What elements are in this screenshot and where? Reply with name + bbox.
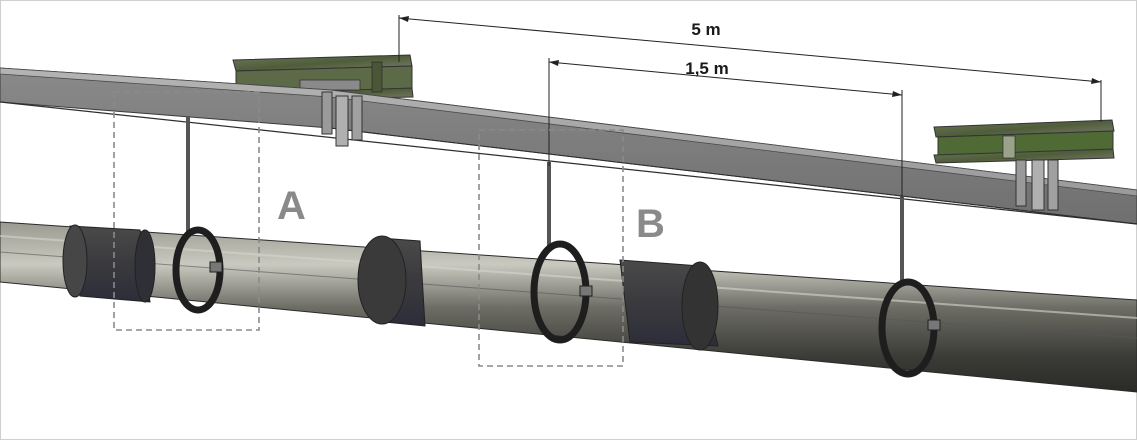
i-beam-right bbox=[933, 119, 1115, 164]
dimension-1-5m: 1,5 m bbox=[548, 58, 903, 198]
zone-b-box bbox=[478, 129, 624, 367]
zone-a-label: A bbox=[277, 184, 306, 228]
insulation-sleeve-1 bbox=[62, 224, 156, 303]
pipe bbox=[0, 221, 1137, 393]
insulation-sleeve-2 bbox=[357, 235, 426, 327]
hanger-3 bbox=[878, 196, 941, 378]
dimension-label-5m: 5 m bbox=[691, 20, 720, 39]
insulation-sleeve-3 bbox=[619, 259, 719, 351]
beam-clamp-right bbox=[1015, 159, 1059, 211]
beam-clamp-left bbox=[321, 91, 363, 147]
dimension-5m: 5 m bbox=[398, 15, 1102, 122]
zone-b-label: B bbox=[636, 202, 665, 246]
zone-a-box bbox=[113, 91, 260, 331]
hanger-1 bbox=[172, 116, 224, 314]
hanger-2 bbox=[530, 162, 593, 344]
dimension-label-1-5m: 1,5 m bbox=[685, 59, 728, 78]
